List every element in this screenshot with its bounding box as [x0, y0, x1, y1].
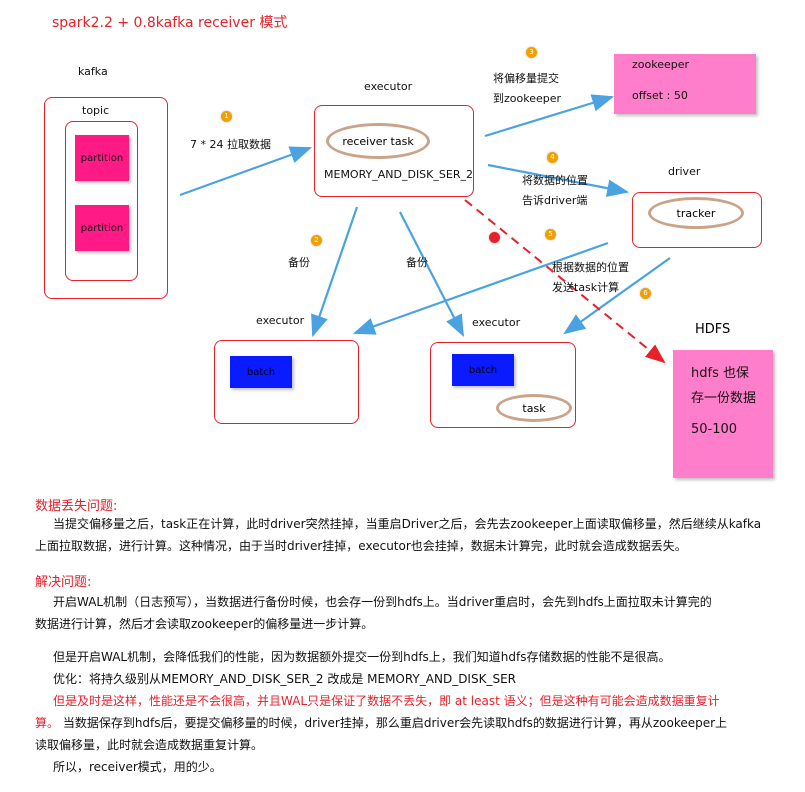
hdfs-box: hdfs 也保 存一份数据 50-100 — [673, 350, 773, 478]
send-task-line1: 根据数据的位置 — [552, 261, 629, 274]
executor-top-box — [314, 105, 474, 197]
pull-label: 7 * 24 拉取数据 — [190, 138, 271, 151]
tell-driver-line2: 告诉driver端 — [522, 194, 588, 207]
duplicate-line-3: 读取偏移量，此时就会造成数据重复计算。 — [35, 738, 264, 752]
conclusion-line: 所以，receiver模式，用的少。 — [53, 760, 222, 774]
duplicate-line-2: 算。 当数据保存到hdfs后，要提交偏移量的时候，driver挂掉，那么重启dr… — [35, 712, 765, 734]
backup-left-label: 备份 — [288, 256, 310, 269]
backup-right-label: 备份 — [406, 256, 428, 269]
step-badge-3: 3 — [526, 47, 537, 58]
driver-box — [632, 192, 762, 248]
zookeeper-box: zookeeper offset : 50 — [614, 54, 756, 114]
arrow-driver-to-executor-right — [563, 257, 671, 335]
solve-heading: 解决问题: — [35, 575, 92, 590]
executor-right-label: executor — [472, 316, 521, 329]
executor-top-label: executor — [364, 80, 413, 93]
solve-line-2: 数据进行计算，然后才会读取zookeeper的偏移量进一步计算。 — [35, 617, 374, 631]
wal-paragraph: 但是开启WAL机制，会降低我们的性能，因为数据额外提交一份到hdfs上，我们知道… — [35, 646, 765, 778]
loss-line-2: 上面拉取数据，进行计算。这种情况，由于当时driver挂掉，executor也会… — [35, 539, 687, 553]
hdfs-line2: 存一份数据 — [691, 391, 757, 406]
hdfs-line1: hdfs 也保 — [691, 366, 749, 381]
arrow-executor-to-driver — [487, 163, 630, 197]
storage-level-label: MEMORY_AND_DISK_SER_2 — [324, 168, 473, 181]
task-ellipse: task — [496, 394, 572, 422]
topic-label: topic — [82, 104, 110, 117]
wal-line: 但是开启WAL机制，会降低我们的性能，因为数据额外提交一份到hdfs上，我们知道… — [53, 650, 671, 664]
hdfs-line3: 50-100 — [691, 422, 738, 437]
driver-label: driver — [668, 165, 701, 178]
loss-heading: 数据丢失问题: — [35, 499, 118, 514]
arrow-backup-left — [311, 206, 359, 338]
solve-line-1: 开启WAL机制（日志预写），当数据进行备份时候，也会存一份到hdfs上。当dri… — [53, 595, 712, 609]
hdfs-label: HDFS — [695, 322, 731, 337]
step-badge-2: 2 — [311, 235, 322, 246]
solve-paragraph: 开启WAL机制（日志预写），当数据进行备份时候，也会存一份到hdfs上。当dri… — [35, 591, 765, 635]
send-task-line2: 发送task计算 — [552, 281, 620, 294]
kafka-label: kafka — [78, 65, 108, 78]
partition-1: partition — [75, 135, 129, 181]
step-badge-1: 1 — [221, 111, 232, 122]
tracker: tracker — [648, 197, 744, 229]
optimize-line: 优化：将持久级别从MEMORY_AND_DISK_SER_2 改成是 MEMOR… — [53, 672, 516, 686]
page-title: spark2.2 + 0.8kafka receiver 模式 — [52, 15, 288, 31]
arrow-executor-to-zookeeper — [484, 94, 615, 138]
batch-right: batch — [452, 354, 514, 386]
duplicate-red-line: 但是及时是这样，性能还是不会很高，并且WAL只是保证了数据不丢失，即 at le… — [53, 694, 720, 708]
kafka-box — [44, 97, 168, 299]
arrow-backup-right — [399, 211, 465, 337]
receiver-task: receiver task — [326, 123, 430, 159]
partition-2: partition — [75, 205, 129, 251]
step-badge-4: 4 — [547, 152, 558, 163]
executor-left-box — [214, 340, 359, 424]
loss-line-1: 当提交偏移量之后，task正在计算，此时driver突然挂掉，当重启Driver… — [53, 517, 762, 531]
executor-left-label: executor — [256, 314, 305, 327]
loss-paragraph: 当提交偏移量之后，task正在计算，此时driver突然挂掉，当重启Driver… — [35, 513, 765, 557]
zk-commit-line1: 将偏移量提交 — [493, 72, 559, 85]
zookeeper-label: zookeeper — [632, 58, 690, 71]
batch-left: batch — [230, 356, 292, 388]
zk-commit-line2: 到zookeeper — [493, 92, 562, 105]
tell-driver-line1: 将数据的位置 — [522, 174, 588, 187]
offset-label: offset : 50 — [632, 89, 688, 102]
arrow-wal-to-hdfs — [464, 199, 666, 364]
duplicate-black: 当数据保存到hdfs后，要提交偏移量的时候，driver挂掉，那么重启drive… — [59, 716, 728, 730]
duplicate-red-end: 算。 — [35, 716, 60, 730]
topic-box — [65, 121, 138, 281]
step-badge-5: 5 — [545, 229, 556, 240]
arrow-kafka-to-executor — [179, 146, 313, 197]
step-badge-2-red: 2 — [489, 232, 500, 243]
arrow-driver-to-executor-left — [352, 241, 609, 335]
step-badge-6: 6 — [640, 288, 651, 299]
executor-right-box — [430, 342, 576, 428]
